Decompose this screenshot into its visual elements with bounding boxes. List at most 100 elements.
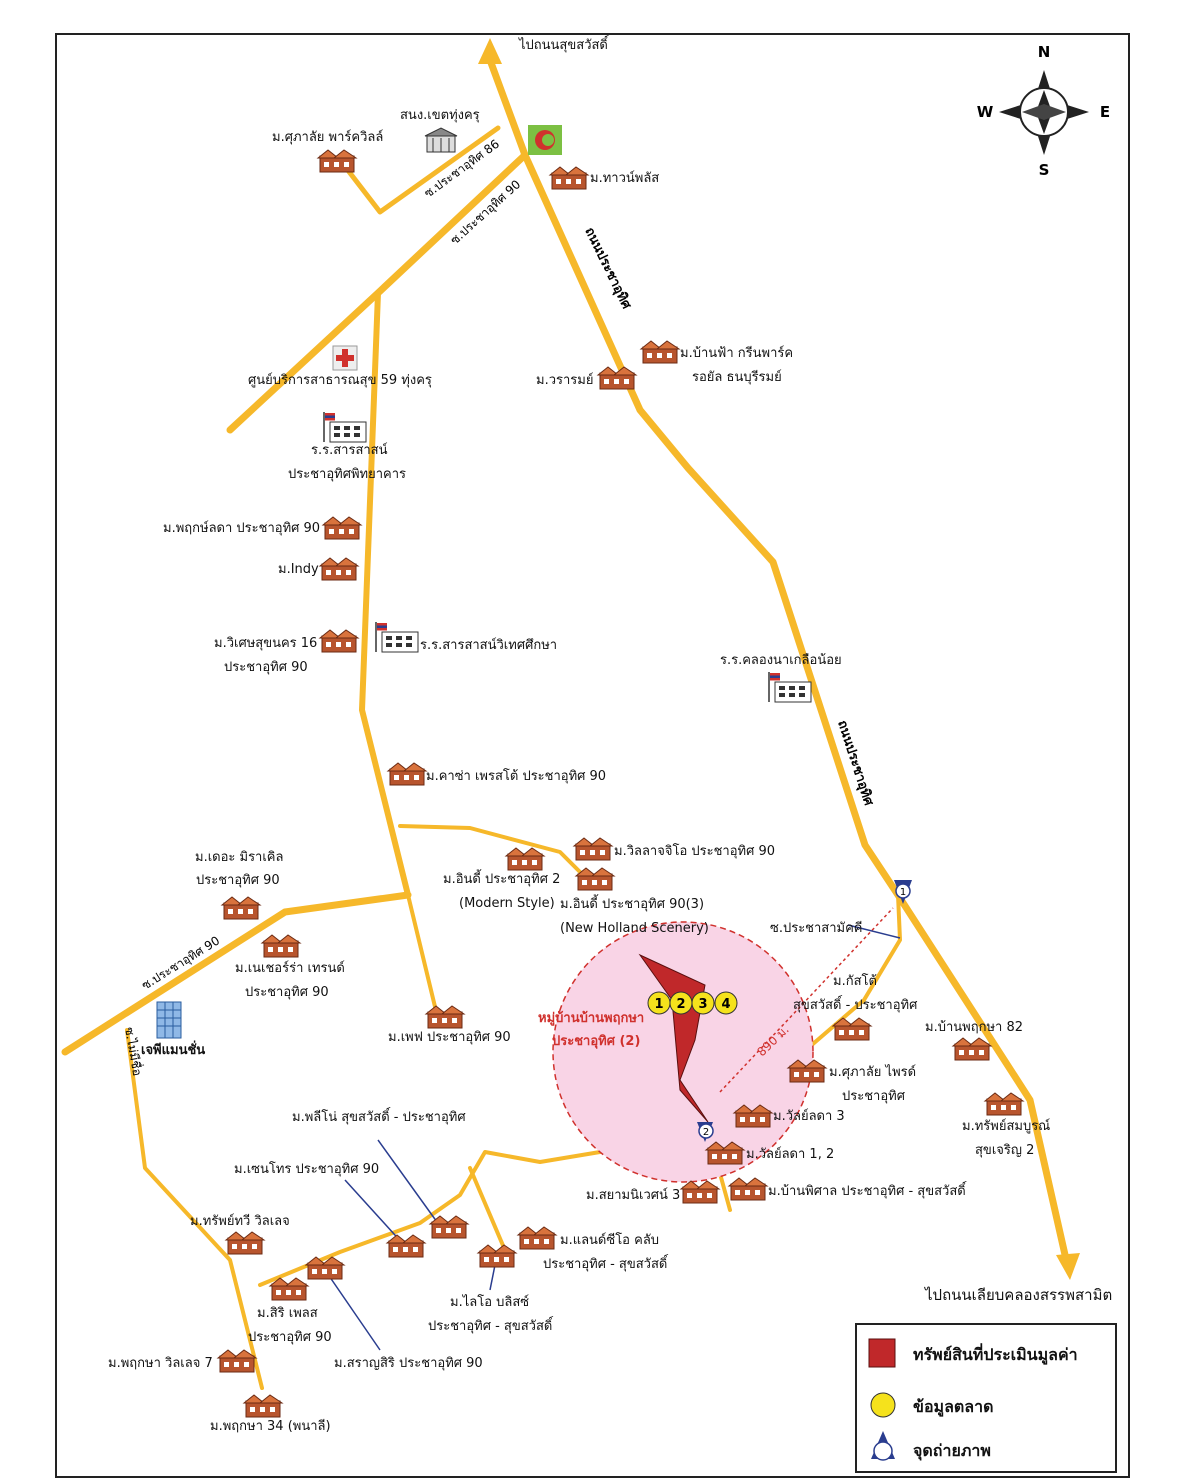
house-icon	[680, 1180, 720, 1204]
label-sapsomboon-1: ม.ทรัพย์สมบูรณ์	[962, 1119, 1051, 1134]
label-sirivilla-1: ม.สิริ เพลส	[257, 1306, 318, 1321]
label-waraporn: ม.วรารมย์	[536, 373, 594, 388]
house-icon	[425, 1005, 465, 1029]
road-inner-south	[406, 893, 439, 1017]
house-icon	[832, 1017, 872, 1041]
supermarket-icon	[528, 125, 562, 155]
label-casa: ม.คาซ่า เพรสโต้ ประชาอุทิศ 90	[426, 769, 607, 784]
house-icon	[573, 837, 613, 861]
house-icon	[317, 149, 357, 173]
house-icon	[261, 934, 301, 958]
house-icon	[269, 1277, 309, 1301]
road-network	[61, 38, 1080, 1390]
label-nature-2: ประชาอุทิศ 90	[245, 985, 329, 1000]
label-indy3-1: ม.อินดี้ ประชาอุทิศ 90(3)	[560, 897, 705, 912]
label-health-center: ศูนย์บริการสาธารณสุข 59 ทุ่งครุ	[248, 373, 432, 388]
school-icon	[375, 621, 419, 653]
label-sitrah-2: สุขสวัสดิ์ - ประชาอุทิศ	[793, 998, 918, 1013]
label-school-khlong: ร.ร.คลองนาเกลือน้อย	[720, 653, 842, 668]
label-school-sarasas-1: ร.ร.สารสาสน์	[311, 443, 388, 458]
house-icon	[386, 1234, 426, 1258]
label-sitrah-1: ม.กัสโต้	[833, 974, 877, 989]
label-saransiri: ม.สราญสิริ ประชาอุทิศ 90	[334, 1356, 483, 1371]
house-icon	[319, 557, 359, 581]
house-icons	[217, 149, 1024, 1418]
road-soi-90-left	[61, 891, 412, 1056]
road-pracha-uthit-main	[486, 56, 1072, 1272]
photo-point-1: 1	[900, 887, 906, 898]
house-icon	[322, 516, 362, 540]
distance-line	[719, 907, 894, 1093]
label-landmark-1: ม.แลนด์ซีโอ คลับ	[560, 1233, 660, 1248]
district-office-icon	[424, 127, 458, 153]
compass-icon: N S W E	[977, 43, 1110, 179]
label-lio-1: ม.ไลโอ บลิสซ์	[450, 1295, 530, 1310]
compass-n-label: N	[1038, 43, 1051, 61]
house-icon	[549, 166, 589, 190]
label-supalai-pride-2: ประชาอุทิศ	[842, 1089, 905, 1104]
label-indy: ม.Indy	[278, 562, 319, 577]
house-icon	[429, 1215, 469, 1239]
house-icon	[728, 1177, 768, 1201]
legend-market-label: ข้อมูลตลาด	[913, 1397, 994, 1416]
school-icon	[323, 411, 367, 443]
road-soi-86	[337, 125, 501, 215]
legend-row-property: ทรัพย์สินที่ประเมินมูลค่า	[857, 1333, 1115, 1373]
hospital-icon	[332, 345, 358, 371]
house-icon	[225, 1231, 265, 1255]
label-villaggio: ม.วิลลาจจิโอ ประชาอุทิศ 90	[614, 844, 776, 859]
house-icon	[505, 847, 545, 871]
label-school-sarasas-2: ประชาอุทิศพิทยาคาร	[288, 467, 407, 482]
market-marker-2: 2	[676, 997, 685, 1012]
label-supaluck-parkville: ม.ศุภาลัย พาร์ควิลล์	[272, 130, 384, 145]
leader-lines	[324, 924, 901, 1351]
house-icon	[319, 629, 359, 653]
photo-point-2: 2	[703, 1127, 709, 1138]
label-sirivilla-2: ประชาอุทิศ 90	[248, 1330, 332, 1345]
label-soi-pracha-samakkhi: ซ.ประชาสามัคคี	[770, 921, 863, 936]
label-miracle-1: ม.เดอะ มิราเคิล	[195, 850, 284, 865]
arrow-north	[478, 38, 502, 64]
label-sapthawee: ม.ทรัพย์ทวี วิลเลจ	[190, 1214, 290, 1229]
road-inner-branch	[398, 824, 590, 882]
label-school-witet: ร.ร.สารสาสน์วิเทศศึกษา	[420, 638, 558, 653]
house-icon	[640, 340, 680, 364]
label-indy2-2: (Modern Style)	[459, 896, 555, 911]
label-wallada12: ม.วัลย์ลดา 1, 2	[746, 1147, 835, 1162]
label-banfa-1: ม.บ้านฟ้า กรีนพาร์ค	[680, 346, 794, 361]
road-soi-no-name	[125, 1028, 264, 1390]
mansion-icon	[156, 1001, 182, 1039]
legend-row-market: ข้อมูลตลาด	[857, 1385, 1115, 1425]
house-icon	[952, 1037, 992, 1061]
label-subject-2: ประชาอุทิศ (2)	[552, 1034, 641, 1049]
label-centro: ม.เซนโทร ประชาอุทิศ 90	[234, 1162, 380, 1177]
label-nature-1: ม.เนเชอร์ร่า เทรนด์	[235, 961, 345, 976]
house-icon	[243, 1394, 283, 1418]
school-icon	[768, 671, 812, 703]
label-wisetsuk-2: ประชาอุทิศ 90	[224, 660, 308, 675]
label-pleno: ม.พลีโน่ สุขสวัสดิ์ - ประชาอุทิศ	[292, 1110, 466, 1125]
market-marker-3: 3	[698, 997, 707, 1012]
label-indy2-1: ม.อินดี้ ประชาอุทิศ 2	[443, 872, 561, 887]
house-icon	[217, 1349, 257, 1373]
map-legend: ทรัพย์สินที่ประเมินมูลค่า ข้อมูลตลาด จุด…	[855, 1323, 1117, 1473]
legend-property-label: ทรัพย์สินที่ประเมินมูลค่า	[913, 1345, 1078, 1364]
photo-legend-icon	[871, 1431, 895, 1461]
house-icon	[984, 1092, 1024, 1116]
house-icon	[477, 1244, 517, 1268]
legend-photo-label: จุดถ่ายภาพ	[913, 1441, 991, 1460]
road-label-to-sukhumvit: ไปถนนสุขสวัสดิ์	[519, 38, 608, 53]
label-banfa-2: รอยัล ธนบุรีรมย์	[692, 370, 782, 385]
compass-s-label: S	[1039, 161, 1050, 179]
label-indy3-2: (New Holland Scenery)	[560, 921, 709, 936]
compass-e-label: E	[1100, 103, 1110, 121]
label-landmark-2: ประชาอุทิศ - สุขสวัสดิ์	[543, 1257, 668, 1272]
label-townplus: ม.ทาวน์พลัส	[590, 171, 660, 186]
photo-points: 1 2	[697, 880, 912, 1142]
property-legend-icon	[868, 1338, 896, 1368]
label-wisetsuk-1: ม.วิเศษสุขนคร 16	[214, 636, 318, 651]
market-marker-1: 1	[654, 997, 663, 1012]
compass-w-label: W	[977, 103, 994, 121]
label-supalai-pride-1: ม.ศุภาลัย ไพรด์	[829, 1065, 917, 1080]
label-pruklada: ม.พฤกษ์ลดา ประชาอุทิศ 90	[163, 521, 321, 536]
